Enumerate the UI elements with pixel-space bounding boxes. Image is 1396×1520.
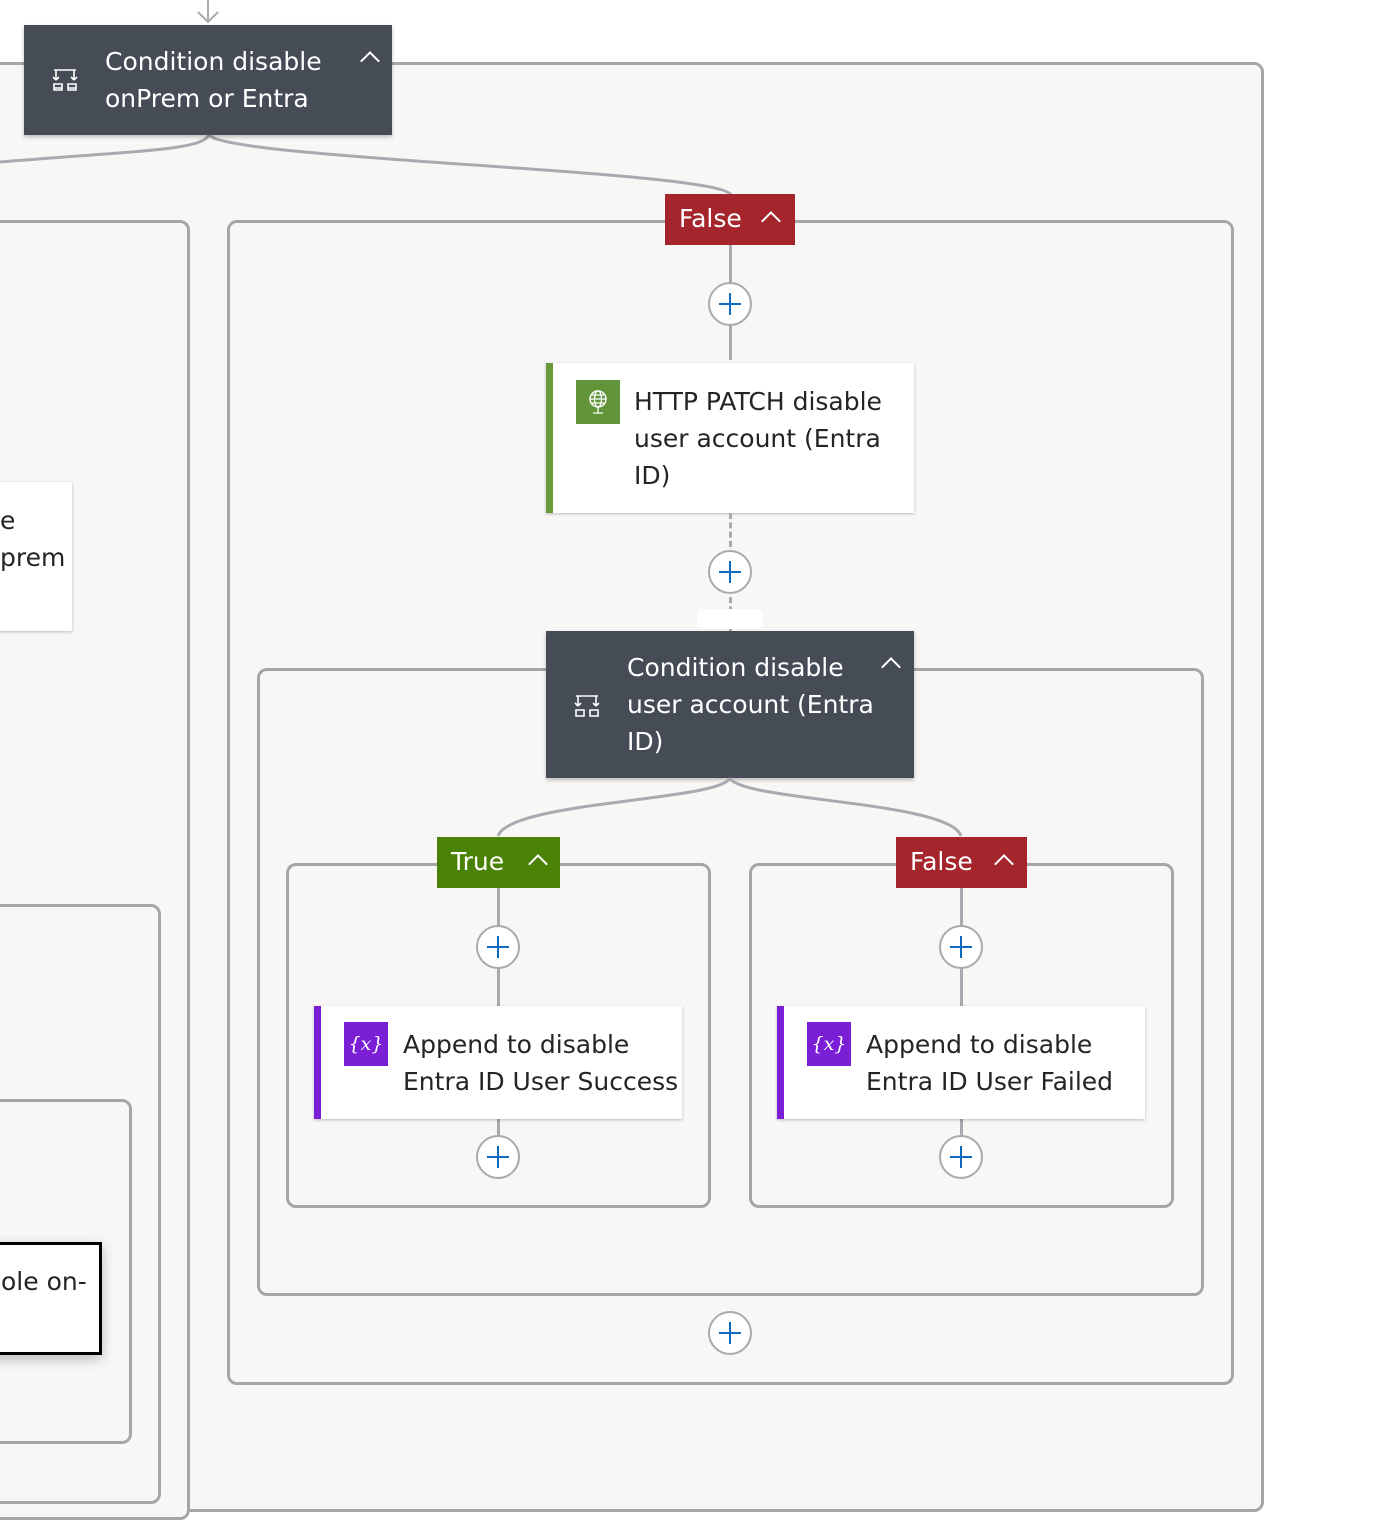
inner-condition-header[interactable]: Condition disable user account (Entra ID… xyxy=(546,631,914,778)
http-action-title-line3: ID) xyxy=(634,461,671,490)
outer-condition-title-line1: Condition disable xyxy=(105,47,322,76)
condition-icon xyxy=(52,69,78,91)
inner-condition-title-line1: Condition disable xyxy=(627,653,844,682)
failed-action-title-line1: Append to disable xyxy=(866,1030,1093,1059)
http-action-title-line1: HTTP PATCH disable xyxy=(634,387,882,416)
left-partial-selected-card[interactable]: ole on- xyxy=(0,1242,102,1355)
incoming-connector xyxy=(207,0,209,20)
http-globe-icon xyxy=(576,380,620,424)
inner-condition-title-line3: ID) xyxy=(627,727,664,756)
inner-condition-title-line2: user account (Entra xyxy=(627,690,874,719)
chevron-up-icon xyxy=(994,854,1014,874)
inner-true-branch-label: True xyxy=(451,847,505,876)
inner-true-branch-badge[interactable]: True xyxy=(437,837,560,888)
connector xyxy=(497,1118,500,1138)
add-action-button[interactable] xyxy=(476,1135,520,1179)
http-patch-action-card[interactable]: HTTP PATCH disable user account (Entra I… xyxy=(546,363,914,513)
chevron-up-icon xyxy=(528,854,548,874)
inner-branch-connectors xyxy=(496,777,963,837)
left-partial-action-card[interactable]: e prem xyxy=(0,482,72,631)
http-action-title-line2: user account (Entra xyxy=(634,424,881,453)
outer-condition-title-line2: onPrem or Entra xyxy=(105,84,309,113)
variable-icon: {x} xyxy=(344,1022,388,1066)
add-action-button[interactable] xyxy=(708,282,752,326)
connector xyxy=(960,1118,963,1138)
append-failed-action-card[interactable]: {x} Append to disable Entra ID User Fail… xyxy=(777,1006,1145,1119)
add-action-button[interactable] xyxy=(708,550,752,594)
inner-false-branch-badge[interactable]: False xyxy=(896,837,1027,888)
inner-false-branch-label: False xyxy=(910,847,973,876)
success-action-title-line1: Append to disable xyxy=(403,1030,630,1059)
append-success-action-card[interactable]: {x} Append to disable Entra ID User Succ… xyxy=(314,1006,682,1119)
failed-action-title-line2: Entra ID User Failed xyxy=(866,1067,1114,1096)
chevron-up-icon[interactable] xyxy=(881,657,901,677)
left-partial-card-line2: prem xyxy=(0,543,66,572)
false-branch-label: False xyxy=(679,204,742,233)
left-partial-card-line1: e xyxy=(0,506,16,535)
drop-zone xyxy=(697,609,763,629)
add-action-button[interactable] xyxy=(476,925,520,969)
add-action-button[interactable] xyxy=(939,1135,983,1179)
outer-condition-header[interactable]: Condition disable onPrem or Entra xyxy=(24,25,392,135)
false-branch-badge[interactable]: False xyxy=(665,194,795,245)
variable-icon: {x} xyxy=(807,1022,851,1066)
success-action-title-line2: Entra ID User Success xyxy=(403,1067,679,1096)
branch-connectors xyxy=(0,133,733,197)
condition-icon xyxy=(574,695,600,717)
add-action-button[interactable] xyxy=(708,1311,752,1355)
chevron-up-icon[interactable] xyxy=(360,51,380,71)
left-partial-selected-card-label: ole on- xyxy=(1,1267,87,1296)
chevron-up-icon xyxy=(761,211,781,231)
add-action-button[interactable] xyxy=(939,925,983,969)
incoming-arrow-icon xyxy=(197,11,219,24)
